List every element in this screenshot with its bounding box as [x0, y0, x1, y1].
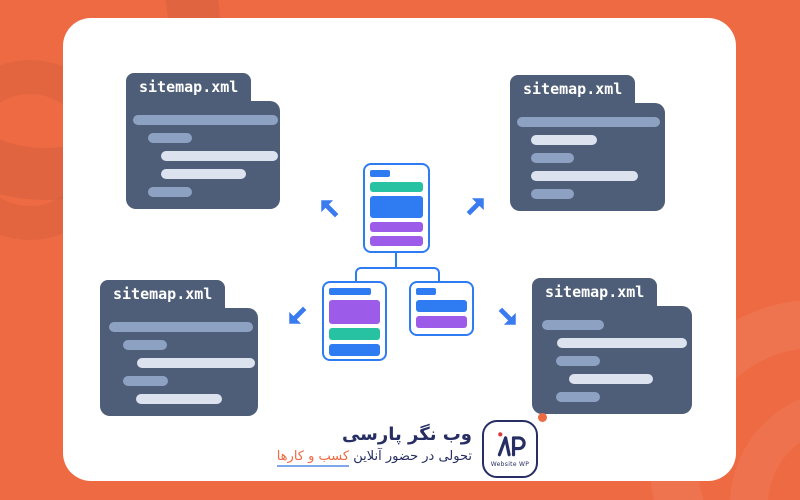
- brand-logo: Website WP: [482, 413, 547, 478]
- content-line-bar: [161, 151, 278, 161]
- brand-title: وب نگر پارسی: [341, 424, 472, 445]
- content-line-bar: [557, 338, 687, 348]
- arrow-down-left-icon: [283, 300, 313, 330]
- content-line-bar: [137, 358, 255, 368]
- tagline-text: تحولی در حضور آنلاین: [353, 449, 472, 465]
- background-swirl: [730, 390, 800, 500]
- wireframe-block-blue: [416, 300, 467, 312]
- wireframe-block-blue: [370, 196, 423, 218]
- content-line-bar: [161, 169, 246, 179]
- wireframe-block-purple: [329, 300, 380, 324]
- page-title-bar: [370, 170, 390, 177]
- folder-body: [532, 306, 692, 414]
- folder-body: [100, 308, 258, 416]
- sitemap-folder-bottom-right: sitemap.xml: [532, 278, 692, 414]
- wireframe-block-teal: [370, 182, 423, 192]
- logo-caption: Website WP: [490, 461, 530, 468]
- logo-monogram: [497, 432, 526, 457]
- content-line-bar: [123, 376, 168, 386]
- content-line-bar: [136, 394, 222, 404]
- folder-tab: sitemap.xml: [510, 75, 636, 105]
- content-line-bar: [531, 189, 574, 199]
- content-line-bar: [123, 340, 167, 350]
- arrow-up-right-icon: [460, 192, 490, 222]
- folder-body: [126, 101, 280, 209]
- wireframe-block-purple: [416, 316, 467, 328]
- folder-tab: sitemap.xml: [100, 280, 226, 310]
- sitemap-folder-bottom-left: sitemap.xml: [100, 280, 258, 416]
- content-line-bar: [133, 115, 278, 125]
- content-line-bar: [556, 356, 600, 366]
- sitemap-folder-top-left: sitemap.xml: [126, 73, 280, 209]
- content-line-bar: [531, 135, 597, 145]
- folder-tab-label: sitemap.xml: [523, 80, 623, 98]
- tree-connector-stem: [395, 253, 397, 268]
- branding: وب نگر پارسی تحولی در حضور آنلاین کسب و …: [153, 413, 547, 478]
- arrow-up-left-icon: [315, 194, 345, 224]
- content-line-bar: [148, 133, 192, 143]
- page-title-bar: [329, 288, 371, 295]
- folder-tab-label: sitemap.xml: [545, 283, 645, 301]
- content-line-bar: [542, 320, 604, 330]
- tree-connector-branch: [355, 267, 440, 282]
- wireframe-block-blue: [329, 344, 380, 356]
- brand-tagline: تحولی در حضور آنلاین کسب و کارها: [276, 449, 472, 468]
- logo-dot: [538, 413, 547, 422]
- wireframe-block-teal: [329, 328, 380, 340]
- content-line-bar: [148, 187, 192, 197]
- wireframe-page-child-left: [322, 281, 387, 361]
- content-line-bar: [556, 392, 600, 402]
- folder-tab-label: sitemap.xml: [113, 285, 213, 303]
- content-line-bar: [531, 153, 574, 163]
- folder-tab-label: sitemap.xml: [139, 78, 239, 96]
- content-line-bar: [569, 374, 653, 384]
- content-line-bar: [109, 322, 253, 332]
- page-title-bar: [416, 288, 436, 295]
- wireframe-block-purple: [370, 222, 423, 232]
- content-line-bar: [517, 117, 660, 127]
- content-line-bar: [531, 171, 638, 181]
- content-card: sitemap.xml sitemap.xml sitemap.xml site…: [63, 18, 736, 481]
- brand-text: وب نگر پارسی تحولی در حضور آنلاین کسب و …: [276, 420, 472, 468]
- wireframe-page-root: [363, 163, 430, 253]
- sitemap-folder-top-right: sitemap.xml: [510, 75, 665, 211]
- folder-body: [510, 103, 665, 211]
- tagline-highlight: کسب و کارها: [276, 449, 350, 468]
- wireframe-page-child-right: [409, 281, 474, 336]
- wireframe-block-purple: [370, 236, 423, 246]
- folder-tab: sitemap.xml: [532, 278, 658, 308]
- folder-tab: sitemap.xml: [126, 73, 252, 103]
- arrow-down-right-icon: [492, 301, 522, 331]
